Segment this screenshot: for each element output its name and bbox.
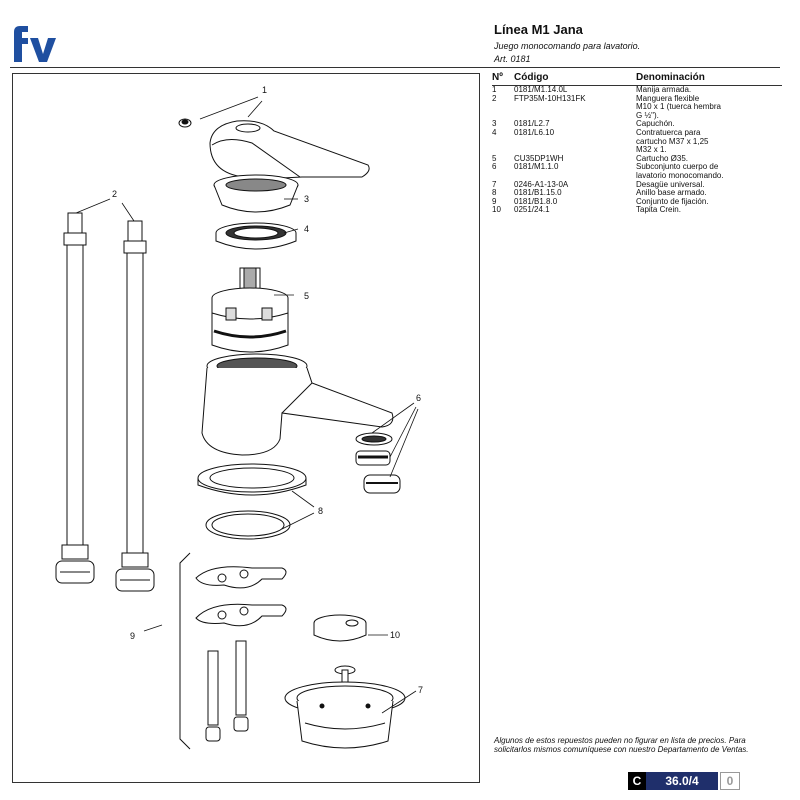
parts-table-header: Nº Código Denominación: [492, 72, 782, 86]
part-name: Desagüe universal.: [636, 179, 776, 190]
part-name-line: Conjunto de fijación.: [636, 196, 709, 206]
part-name-line: Subconjunto cuerpo de: [636, 162, 719, 172]
part-number: 3: [492, 119, 497, 129]
callout-10: 10: [390, 630, 400, 640]
part-name-line: Anillo base armado.: [636, 188, 707, 198]
callout-6: 6: [416, 393, 421, 403]
callout-7: 7: [418, 685, 423, 695]
table-row: 8 0181/B1.15.0 Anillo base armado.: [492, 189, 782, 198]
part-name-line: G ½").: [636, 110, 659, 120]
part-cap: [213, 174, 299, 213]
part-name-line: Contratuerca para: [636, 127, 701, 137]
part-name-line: Desagüe universal.: [636, 179, 705, 189]
part-name: Manija armada.: [636, 85, 776, 95]
part-code: 0181/M1.1.0: [514, 162, 559, 172]
callout-3: 3: [304, 194, 309, 204]
part-name: Anillo base armado.: [636, 189, 776, 198]
fv-logo: [14, 26, 56, 62]
page-code-number: 36.0/4: [646, 772, 718, 790]
part-name-line: Cartucho Ø35.: [636, 153, 689, 163]
part-hoses: [55, 212, 155, 592]
part-number: 8: [492, 188, 497, 198]
table-row: 3 0181/L2.7 Capuchón.: [492, 120, 782, 129]
part-name: Tapita Crein.: [636, 206, 776, 215]
footnote: Algunos de estos repuestos pueden no fig…: [494, 736, 749, 754]
part-name-line: cartucho M37 x 1,25: [636, 136, 709, 146]
callout-8: 8: [318, 506, 323, 516]
part-name: Conjunto de fijación.: [636, 196, 776, 207]
part-code: CU35DP1WH: [514, 153, 564, 163]
part-name-line: lavatorio monocomando.: [636, 170, 724, 180]
article-number: Art. 0181: [494, 54, 531, 64]
diagram-frame: [12, 73, 480, 783]
part-number: 10: [492, 205, 501, 215]
table-row: 7 0246-A1-13-0A Desagüe universal.: [492, 179, 782, 190]
part-name-line: Capuchón.: [636, 119, 675, 129]
product-title: Línea M1 Jana: [494, 22, 583, 37]
header-name: Denominación: [636, 72, 705, 83]
part-code: 0181/B1.8.0: [514, 196, 558, 206]
part-name-line: Manija armada.: [636, 85, 692, 94]
part-number: 6: [492, 162, 497, 172]
page-code: C 36.0/4 0: [628, 772, 740, 790]
part-code: 0181/M1.14.0L: [514, 85, 568, 94]
part-code: 0246-A1-13-0A: [514, 179, 569, 189]
part-plug: [313, 614, 367, 642]
part-name-line: M32 x 1.: [636, 145, 667, 155]
part-number: 9: [492, 196, 497, 206]
part-name-line: Tapita Crein.: [636, 205, 681, 215]
product-subtitle: Juego monocomando para lavatorio.: [494, 41, 641, 51]
callout-9: 9: [130, 631, 135, 641]
header-number: Nº: [492, 72, 503, 83]
leader-lines: [75, 96, 419, 714]
part-cartridge: [211, 267, 289, 353]
page-code-letter: C: [628, 772, 646, 790]
callout-labels: 1 2 3 4 5 6 7 8 9 10: [112, 85, 423, 695]
part-base-ring: [197, 463, 307, 540]
part-code: 0181/L6.10: [514, 127, 555, 137]
part-number: 2: [492, 93, 497, 103]
callout-1: 1: [262, 85, 267, 95]
parts-table: Nº Código Denominación 1 0181/M1.14.0L Man…: [492, 72, 782, 215]
part-code: 0181/B1.15.0: [514, 188, 562, 198]
part-name: Cartucho Ø35.: [636, 153, 776, 164]
part-handle: [178, 118, 370, 179]
callout-4: 4: [304, 224, 309, 234]
part-number: 1: [492, 85, 497, 94]
part-name-line: M10 x 1 (tuerca hembra: [636, 102, 721, 112]
header-code: Código: [514, 72, 549, 83]
part-code: FTP35M-10H131FK: [514, 93, 586, 103]
part-number: 5: [492, 153, 497, 163]
part-code: 0251/24.1: [514, 205, 550, 215]
exploded-diagram: 1 2 3 4 5 6 7 8 9 10: [55, 85, 423, 750]
table-row: 9 0181/B1.8.0 Conjunto de fijación.: [492, 196, 782, 207]
callout-5: 5: [304, 291, 309, 301]
header-rule: [10, 67, 780, 68]
table-row: 1 0181/M1.14.0L Manija armada.: [492, 85, 782, 95]
part-locknut: [215, 222, 297, 250]
table-row: 10 0251/24.1 Tapita Crein.: [492, 206, 782, 215]
part-name: Capuchón.: [636, 120, 776, 129]
part-number: 7: [492, 179, 497, 189]
page-code-revision: 0: [720, 772, 740, 790]
callout-2: 2: [112, 189, 117, 199]
part-body: [201, 353, 401, 494]
part-fixing-set: [179, 552, 287, 750]
part-waste: [284, 665, 406, 749]
part-name-line: Manguera flexible: [636, 93, 700, 103]
part-number: 4: [492, 127, 497, 137]
part-code: 0181/L2.7: [514, 119, 550, 129]
table-row: 5 CU35DP1WH Cartucho Ø35.: [492, 153, 782, 164]
parts-table-body: 1 0181/M1.14.0L Manija armada. 2 FTP35M-10H1…: [492, 85, 782, 215]
